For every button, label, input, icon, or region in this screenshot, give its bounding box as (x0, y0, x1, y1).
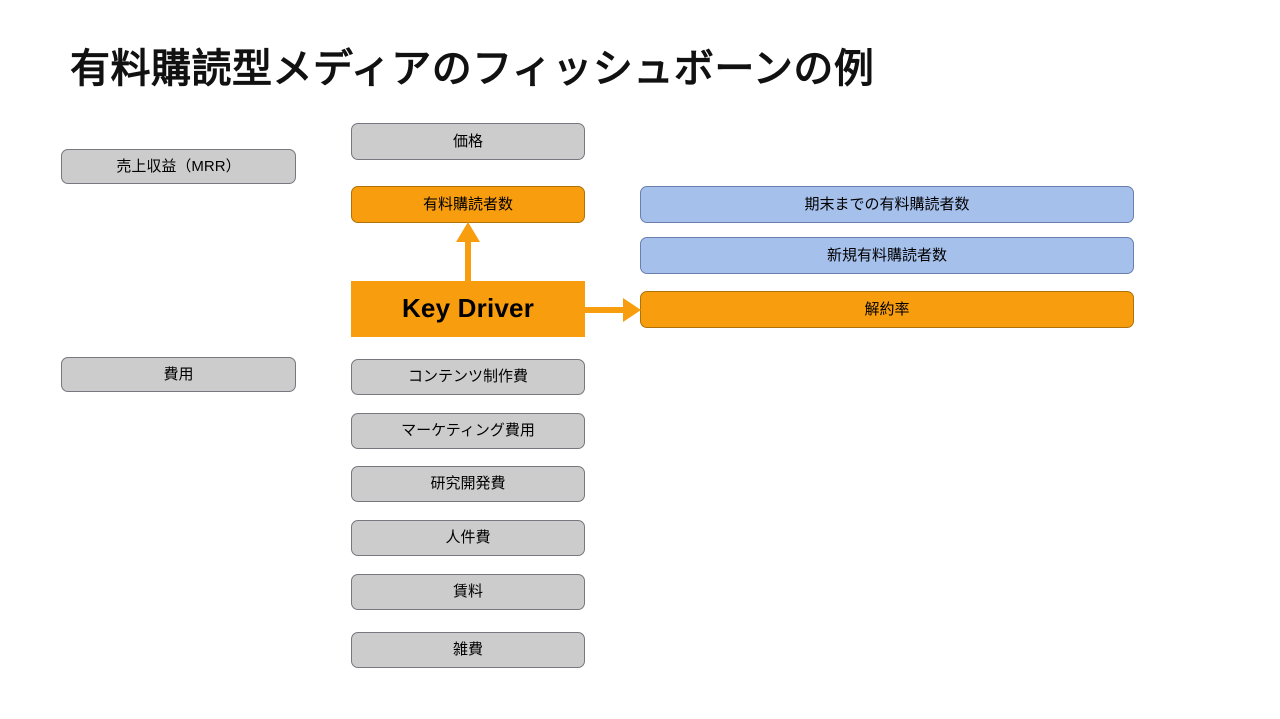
node-paid-subscribers[interactable]: 有料購読者数 (351, 186, 585, 223)
node-label: Key Driver (401, 293, 535, 324)
node-cost[interactable]: 費用 (61, 357, 296, 392)
node-paid-subscribers-end-of-period[interactable]: 期末までの有料購読者数 (640, 186, 1134, 223)
node-new-paid-subscribers[interactable]: 新規有料購読者数 (640, 237, 1134, 274)
node-price[interactable]: 価格 (351, 123, 585, 160)
arrow-right-icon (585, 297, 643, 323)
node-label: 解約率 (864, 300, 910, 318)
node-label: 雑費 (452, 641, 483, 658)
node-label: マーケティング費用 (401, 422, 535, 439)
node-key-driver[interactable]: Key Driver (351, 281, 585, 337)
node-rent-cost[interactable]: 賃料 (351, 574, 585, 610)
node-label: 期末までの有料購読者数 (804, 195, 970, 213)
node-label: 費用 (163, 365, 194, 383)
node-revenue-mrr[interactable]: 売上収益（MRR） (61, 149, 296, 184)
node-label: コンテンツ制作費 (407, 368, 528, 385)
node-label: 賃料 (452, 583, 483, 600)
node-label: 有料購読者数 (422, 195, 513, 213)
node-label: 売上収益（MRR） (116, 157, 241, 175)
node-label: 研究開発費 (430, 475, 506, 492)
arrow-up-icon (455, 222, 481, 282)
node-marketing-cost[interactable]: マーケティング費用 (351, 413, 585, 449)
node-label: 価格 (452, 132, 483, 150)
node-personnel-cost[interactable]: 人件費 (351, 520, 585, 556)
node-misc-cost[interactable]: 雑費 (351, 632, 585, 668)
node-churn-rate[interactable]: 解約率 (640, 291, 1134, 328)
node-label: 人件費 (445, 529, 491, 546)
node-rnd-cost[interactable]: 研究開発費 (351, 466, 585, 502)
node-content-production-cost[interactable]: コンテンツ制作費 (351, 359, 585, 395)
node-label: 新規有料購読者数 (826, 246, 947, 264)
page-title: 有料購読型メディアのフィッシュボーンの例 (70, 47, 875, 91)
